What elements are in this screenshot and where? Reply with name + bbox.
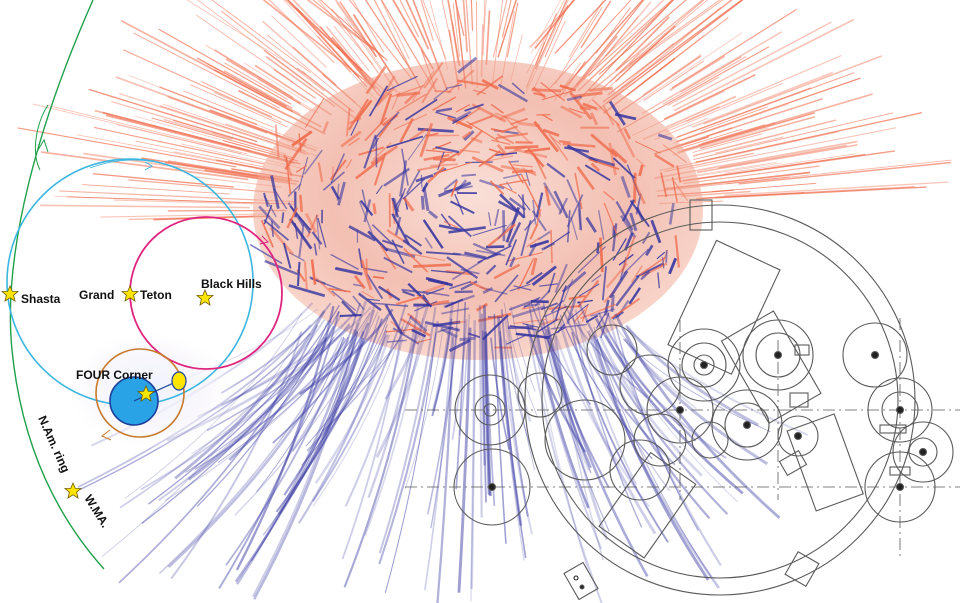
chevron-arrow-icon: [37, 138, 49, 153]
arm-4: [786, 413, 864, 512]
magnetic-field-sphere: [17, 0, 952, 603]
orange-ring: [95, 348, 185, 438]
arm-1: [667, 239, 781, 375]
label-wma: W.MA.: [81, 492, 112, 530]
label-four-corner: FOUR Corner: [76, 368, 153, 382]
label-black-hills: Black Hills: [201, 277, 262, 291]
label-shasta: Shasta: [21, 292, 61, 306]
field-lines-inner: [249, 56, 689, 353]
field-lines-outer: [17, 0, 952, 221]
mechanism-arc-2: [541, 221, 899, 579]
mechanism-drawing: [405, 199, 960, 601]
star-icon: [64, 482, 82, 499]
magenta-ring-track: [129, 231, 161, 291]
chevron-arrow-icon: [144, 161, 154, 171]
chevron-arrow-icon: [101, 429, 112, 441]
arm-5: [689, 199, 713, 231]
arm-6: [563, 561, 599, 601]
label-grand: Grand: [79, 288, 114, 302]
cyan-ring-track: [89, 159, 176, 169]
field-lines-tail: [77, 300, 809, 603]
four-corner-link: [133, 380, 179, 402]
arm-7: [784, 550, 820, 588]
arm-2: [720, 310, 822, 425]
star-icon: [1, 285, 19, 302]
four-corner-satellite: [171, 371, 187, 391]
north-america-ring: [9, 0, 105, 570]
north-america-ring-parallel: [34, 104, 49, 171]
arm-3: [598, 451, 697, 559]
label-na-ring: N.Am. ring: [35, 414, 72, 475]
field-core: [253, 60, 703, 360]
label-teton: Teton: [140, 288, 172, 302]
chevron-arrow-icon: [259, 235, 269, 245]
star-icon: [196, 289, 214, 306]
